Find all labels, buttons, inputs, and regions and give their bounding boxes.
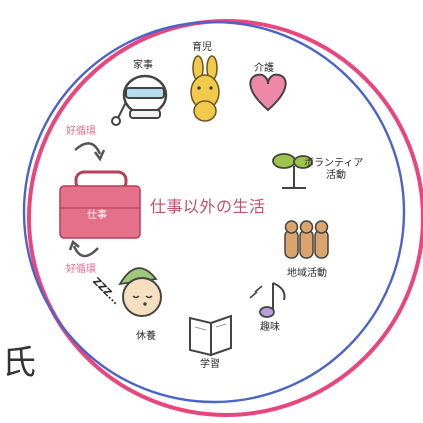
- label-kyuyo: 休養: [136, 331, 156, 342]
- cycle-arrow-top-icon: [74, 142, 102, 155]
- label-gakushu: 学習: [200, 359, 220, 370]
- outer-ring: [27, 19, 423, 417]
- label-ikuji: 育児: [192, 42, 212, 53]
- label-chiiki: 地域活動: [287, 268, 327, 279]
- childcare-icon: [190, 55, 220, 122]
- housework-icon: [111, 74, 168, 126]
- heart-icon: [249, 73, 287, 112]
- sleeping-face-icon: [118, 267, 162, 317]
- cycle-arrow-bottom-head: [68, 239, 80, 251]
- sprout-icon: [272, 153, 313, 189]
- center-title: 仕事以外の生活: [150, 197, 266, 216]
- cycle-top-label: 好循環: [66, 126, 96, 137]
- cycle-arrow-bottom-icon: [72, 245, 99, 258]
- label-volunteer: ボランティア 活動: [304, 158, 363, 181]
- label-kaji: 家事: [133, 60, 153, 71]
- work-label: 仕事: [87, 210, 107, 221]
- music-note-icon: [249, 282, 286, 318]
- cycle-bottom-label: 好循環: [66, 264, 96, 275]
- label-shumi: 趣味: [260, 322, 280, 333]
- cycle-arrow-top-head: [93, 149, 106, 162]
- work-bag-icon: [59, 170, 141, 239]
- community-icon: [284, 220, 329, 259]
- edge-character: 氏: [2, 343, 36, 383]
- inner-ring: [22, 20, 406, 404]
- label-volunteer-line2: 活動: [326, 169, 346, 181]
- label-volunteer-line1: ボランティア: [304, 158, 364, 169]
- label-kaigo: 介護: [254, 63, 274, 74]
- book-icon: [189, 314, 232, 357]
